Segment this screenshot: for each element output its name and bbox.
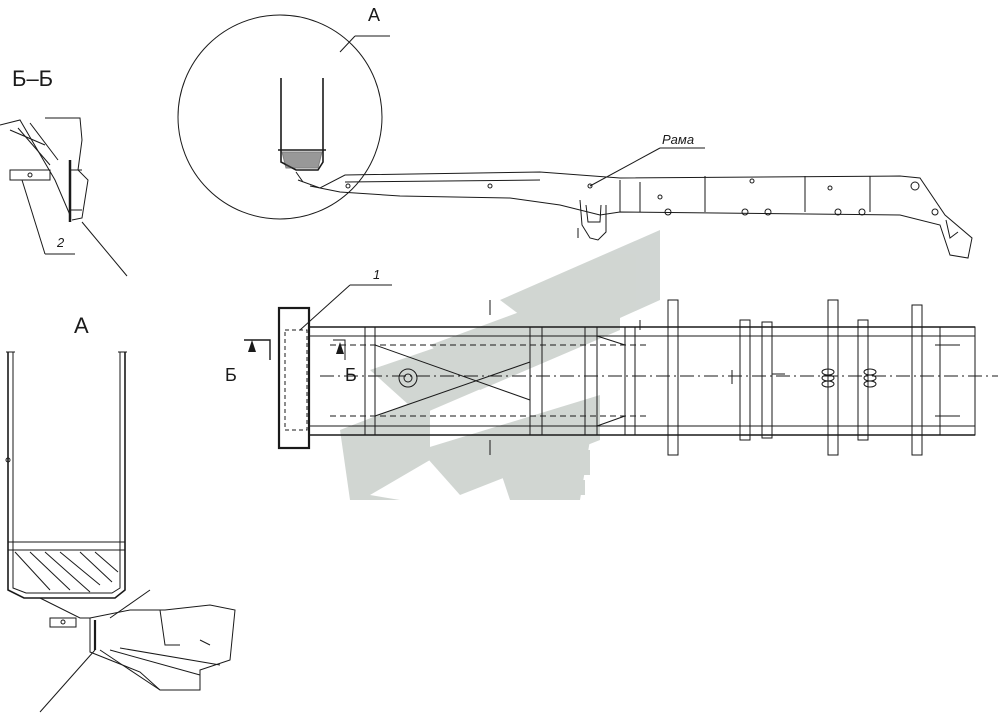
section-mark-left: Б	[225, 365, 237, 385]
frame-side-view	[297, 147, 973, 259]
section-bb-view	[0, 117, 128, 277]
frame-top-view	[244, 284, 998, 456]
callout-1-label: 1	[373, 267, 381, 282]
watermark-logo	[340, 230, 660, 500]
detail-a-circle	[177, 14, 390, 220]
frame-callout-label: Рама	[662, 132, 695, 147]
callout-2-label: 2	[57, 235, 65, 250]
view-a-title: А	[74, 313, 89, 338]
section-bb-title: Б–Б	[12, 66, 54, 91]
section-mark-right: Б	[345, 365, 357, 385]
detail-a-view	[5, 351, 236, 713]
detail-a-callout-label: А	[368, 5, 381, 25]
